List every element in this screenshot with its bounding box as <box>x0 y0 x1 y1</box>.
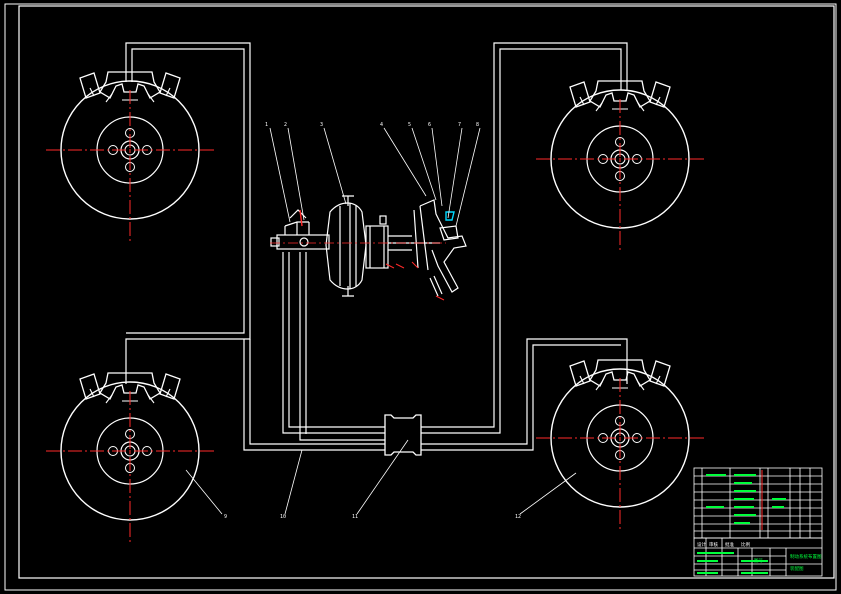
brake-front-right <box>535 80 705 252</box>
callout-2: 2 <box>284 122 287 128</box>
callout-4: 4 <box>380 122 383 128</box>
callout-leaders <box>185 127 577 515</box>
pedal-spring <box>445 211 455 221</box>
booster-hatching <box>385 261 445 301</box>
tb-part-title: 装配图 <box>790 565 804 572</box>
callout-5: 5 <box>408 122 411 128</box>
brake-front-left <box>45 71 215 243</box>
tb-approve-label: 批准 <box>725 541 734 548</box>
callout-12: 12 <box>515 514 521 520</box>
distribution-valve <box>384 414 422 456</box>
tb-scale-label: 比例 <box>741 541 750 548</box>
callout-10: 10 <box>280 514 286 520</box>
tb-review-label: 审核 <box>709 541 718 548</box>
parts-list-entries <box>706 470 786 530</box>
brake-rear-left <box>45 372 215 544</box>
booster-assembly <box>270 195 467 297</box>
master-cylinder-accent <box>299 209 303 227</box>
drawing-frame <box>18 5 835 579</box>
tb-design-label: 设计 <box>697 541 706 548</box>
callout-1: 1 <box>265 122 268 128</box>
callout-11: 11 <box>352 514 358 520</box>
callout-labels: 1 2 3 4 5 6 7 8 9 10 11 12 <box>224 122 521 520</box>
tb-drawing-title: 制动系统布置图 <box>790 553 822 560</box>
sheet-border <box>4 3 837 591</box>
brake-rear-right <box>535 359 705 531</box>
callout-3: 3 <box>320 122 323 128</box>
callout-9: 9 <box>224 514 227 520</box>
title-block-fills <box>697 552 768 574</box>
title-block <box>693 537 823 577</box>
callout-7: 7 <box>458 122 461 128</box>
callout-6: 6 <box>428 122 431 128</box>
brake-pipes <box>125 42 628 451</box>
parts-list <box>693 467 823 539</box>
callout-8: 8 <box>476 122 479 128</box>
